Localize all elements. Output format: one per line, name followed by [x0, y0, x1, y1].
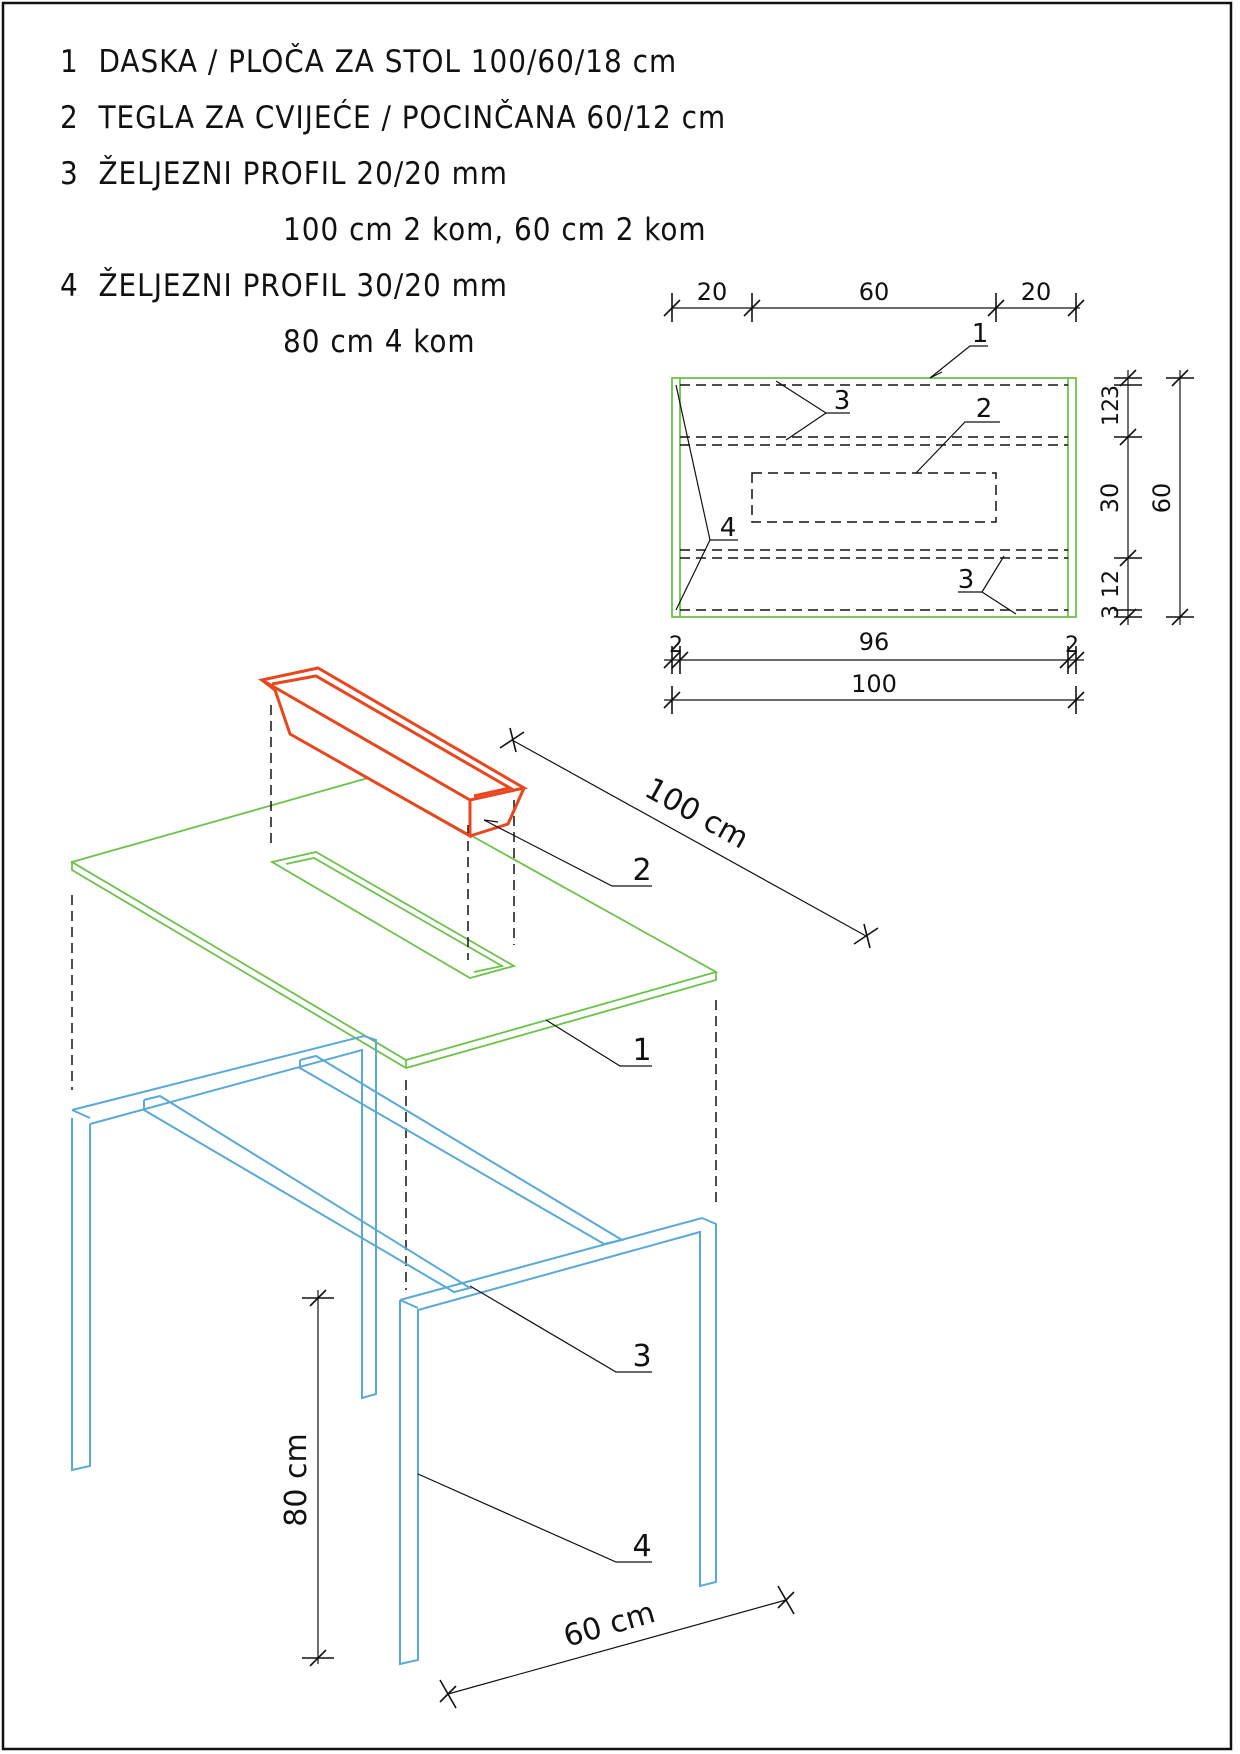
iso-dim-length: 100 cm: [639, 771, 754, 856]
iso-board: [69, 777, 719, 1061]
legend-item-3-detail: 100 cm 2 kom, 60 cm 2 kom: [283, 212, 707, 248]
plan-right-dim-3: 30: [1096, 483, 1124, 514]
plan-bottom-dim-left: 2: [669, 633, 683, 658]
legend-item-2: 2 TEGLA ZA CVIJEĆE / POCINČANA 60/12 cm: [60, 100, 727, 136]
iso-dim-width: 60 cm: [560, 1595, 659, 1654]
plan-top-dim-right: 20: [1021, 278, 1052, 306]
plan-callout-1: 1: [972, 319, 989, 349]
plan-top-dim-left: 20: [697, 278, 728, 306]
plan-callout-2: 2: [976, 394, 993, 424]
iso-planter: [257, 666, 529, 839]
iso-callout-2: 2: [632, 853, 651, 888]
isometric-view: 100 cm 80 cm 60 cm 2 1 3 4: [69, 666, 879, 1709]
plan-bottom-dim-middle: 96: [859, 628, 890, 656]
plan-bottom-dim-right: 2: [1065, 633, 1079, 658]
legend-item-4: 4 ŽELJEZNI PROFIL 30/20 mm: [60, 268, 508, 304]
plan-right-dim-1: 3: [1099, 385, 1124, 399]
iso-frame: [71, 1034, 717, 1666]
plan-callout-3-bottom: 3: [958, 565, 975, 595]
plan-planter-outline: [751, 472, 997, 523]
plan-callout-3-top: 3: [834, 386, 851, 416]
iso-callout-4: 4: [632, 1529, 651, 1564]
plan-right-dim-2: 12: [1099, 398, 1124, 426]
legend-item-3: 3 ŽELJEZNI PROFIL 20/20 mm: [60, 156, 508, 192]
iso-callout-1: 1: [632, 1033, 651, 1068]
legend-item-4-detail: 80 cm 4 kom: [283, 324, 476, 360]
plan-right-dim-4: 12: [1099, 570, 1124, 598]
plan-callout-4: 4: [720, 513, 737, 543]
plan-top-dim-middle: 60: [859, 278, 890, 306]
plan-right-dim-total: 60: [1148, 483, 1176, 514]
plan-right-dim-5: 3: [1099, 605, 1124, 619]
plan-view: 20 60 20 1 2 3 4: [663, 278, 1194, 714]
iso-dim-height: 80 cm: [279, 1433, 314, 1526]
plan-bottom-dim-total: 100: [851, 670, 897, 698]
iso-callout-3: 3: [632, 1339, 651, 1374]
plan-board-outline: [671, 377, 1077, 618]
legend-item-1: 1 DASKA / PLOČA ZA STOL 100/60/18 cm: [60, 44, 678, 80]
